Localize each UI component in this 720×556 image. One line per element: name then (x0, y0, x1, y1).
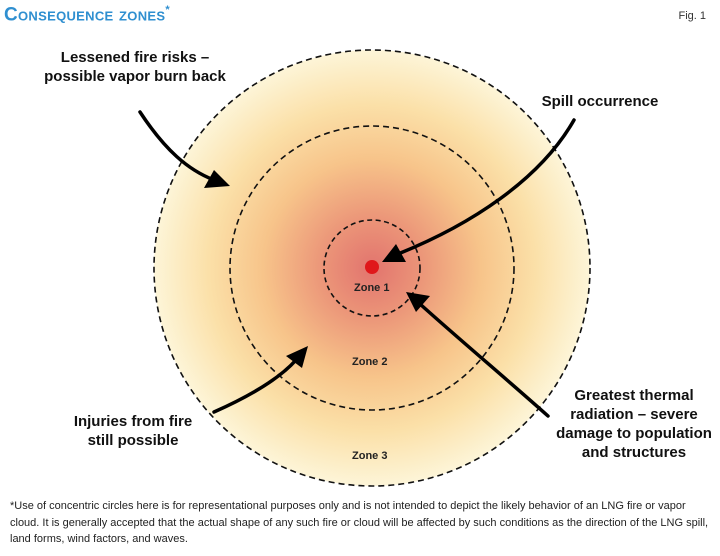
zone-1-label: Zone 1 (354, 282, 390, 294)
callout-lessened-fire-risks: Lessened fire risks – possible vapor bur… (44, 49, 226, 85)
zone-3-label: Zone 3 (352, 450, 388, 462)
callout-spill-occurrence: Spill occurrence (541, 93, 659, 110)
lessened-fire-arrow (138, 110, 216, 182)
greatest-arrow (418, 302, 550, 418)
callout-greatest-thermal-radiation: Greatest thermal radiation – severe dama… (556, 387, 712, 461)
spill-arrowhead (382, 244, 406, 262)
zone-2-boundary (229, 125, 515, 411)
injuries-arrow (212, 358, 298, 414)
greatest-arrowhead (406, 292, 430, 312)
zone-1-boundary (323, 219, 421, 317)
footnote: *Use of concentric circles here is for r… (10, 500, 709, 545)
injuries-arrowhead (286, 346, 308, 368)
zone-2-label: Zone 2 (352, 356, 388, 368)
figure-number: Fig. 1 (678, 10, 706, 22)
page-title: Consequence zones* (4, 4, 170, 26)
spill-arrow (396, 118, 576, 256)
callout-injuries: Injuries from fire still possible (73, 413, 193, 449)
spill-point (365, 260, 379, 274)
zone-3-boundary (153, 49, 591, 487)
lessened-fire-arrowhead (204, 170, 230, 188)
